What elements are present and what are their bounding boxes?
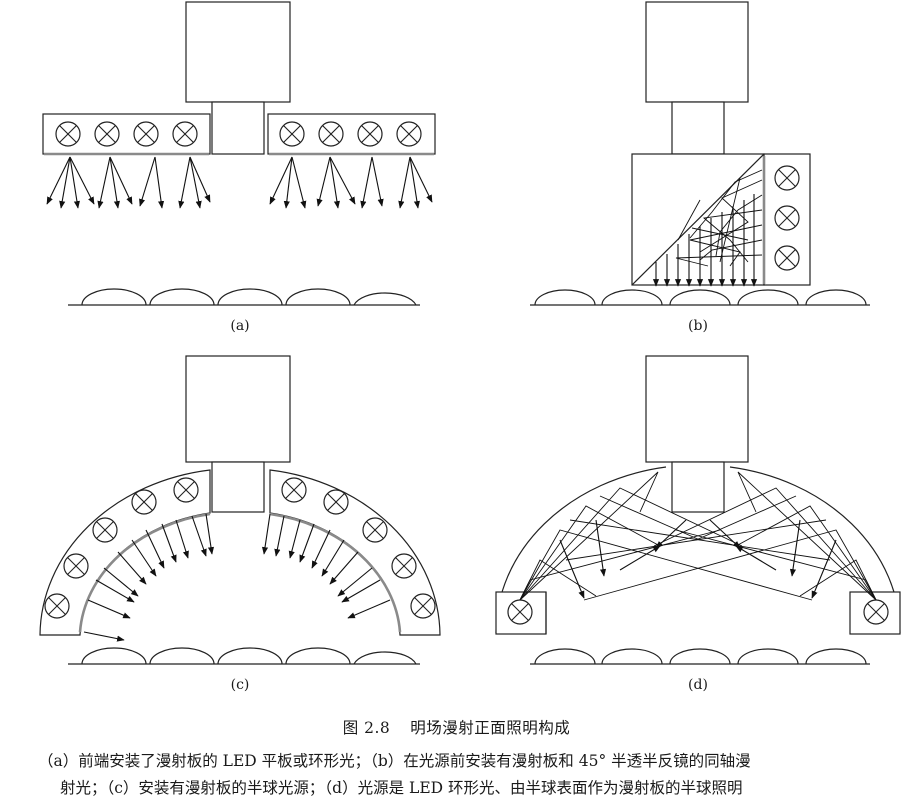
half-mirror-45 <box>631 153 765 286</box>
hemisphere-light-left <box>39 469 211 636</box>
diagram-canvas <box>39 1 901 665</box>
led-lamp-icon <box>173 477 199 503</box>
led-lamp-icon <box>362 517 388 543</box>
camera-body-icon <box>185 1 291 103</box>
diffuse-rays-a <box>46 156 433 209</box>
led-lamp-icon <box>396 121 422 147</box>
led-lamp-icon <box>133 121 159 147</box>
led-panel-right <box>267 113 436 156</box>
led-lamp-icon <box>55 121 81 147</box>
led-lamp-icon <box>172 121 198 147</box>
panel-d <box>495 355 901 665</box>
object-surface-d <box>530 648 870 665</box>
led-panel-left <box>42 113 211 156</box>
caption-line-2: 射光；（c）安装有漫射板的半球光源；（d）光源是 LED 环形光、由半球表面作为… <box>60 779 743 797</box>
panel-d-label: (d) <box>688 677 708 693</box>
figure-title: 图 2.8 明场漫射正面照明构成 <box>0 716 913 738</box>
camera-lens-icon <box>211 461 265 513</box>
reflected-rays-d <box>519 471 877 601</box>
panel-c-label: (c) <box>230 677 250 693</box>
panel-a <box>42 1 436 306</box>
camera-lens-icon <box>671 461 725 513</box>
led-lamp-icon <box>774 205 800 231</box>
led-lamp-icon <box>507 599 533 625</box>
led-column <box>762 153 811 286</box>
hemisphere-light-right <box>269 469 441 636</box>
figure-number: 图 2.8 <box>342 719 391 737</box>
panel-c <box>39 355 441 665</box>
camera-body-icon <box>185 355 291 463</box>
led-lamp-icon <box>774 245 800 271</box>
panel-a-label: (a) <box>230 318 250 334</box>
camera-body-icon <box>645 355 749 463</box>
object-surface-b <box>530 289 870 306</box>
led-lamp-icon <box>92 517 118 543</box>
panel-b-label: (b) <box>688 318 708 334</box>
led-lamp-icon <box>281 477 307 503</box>
caption-line-1: （a）前端安装了漫射板的 LED 平板或环形光；（b）在光源前安装有漫射板和 4… <box>38 752 751 770</box>
led-lamp-icon <box>323 489 349 515</box>
led-lamp-icon <box>391 553 417 579</box>
led-lamp-icon <box>279 121 305 147</box>
led-lamp-icon <box>774 165 800 191</box>
led-lamp-icon <box>863 599 889 625</box>
figure-caption: （a）前端安装了漫射板的 LED 平板或环形光；（b）在光源前安装有漫射板和 4… <box>38 748 898 802</box>
led-lamp-icon <box>63 553 89 579</box>
object-surface-a <box>68 288 420 306</box>
panel-b <box>530 1 870 306</box>
led-lamp-icon <box>357 121 383 147</box>
led-lamp-icon <box>131 489 157 515</box>
figure-title-text: 明场漫射正面照明构成 <box>410 719 571 737</box>
camera-lens-icon <box>671 101 725 155</box>
camera-lens-icon <box>211 101 265 155</box>
camera-body-icon <box>645 1 749 103</box>
led-lamp-icon <box>318 121 344 147</box>
led-lamp-icon <box>410 593 436 619</box>
coaxial-rays <box>652 169 763 287</box>
led-lamp-icon <box>44 593 70 619</box>
object-surface-c <box>68 647 420 665</box>
led-lamp-icon <box>94 121 120 147</box>
diffuse-rays-c <box>83 513 391 642</box>
